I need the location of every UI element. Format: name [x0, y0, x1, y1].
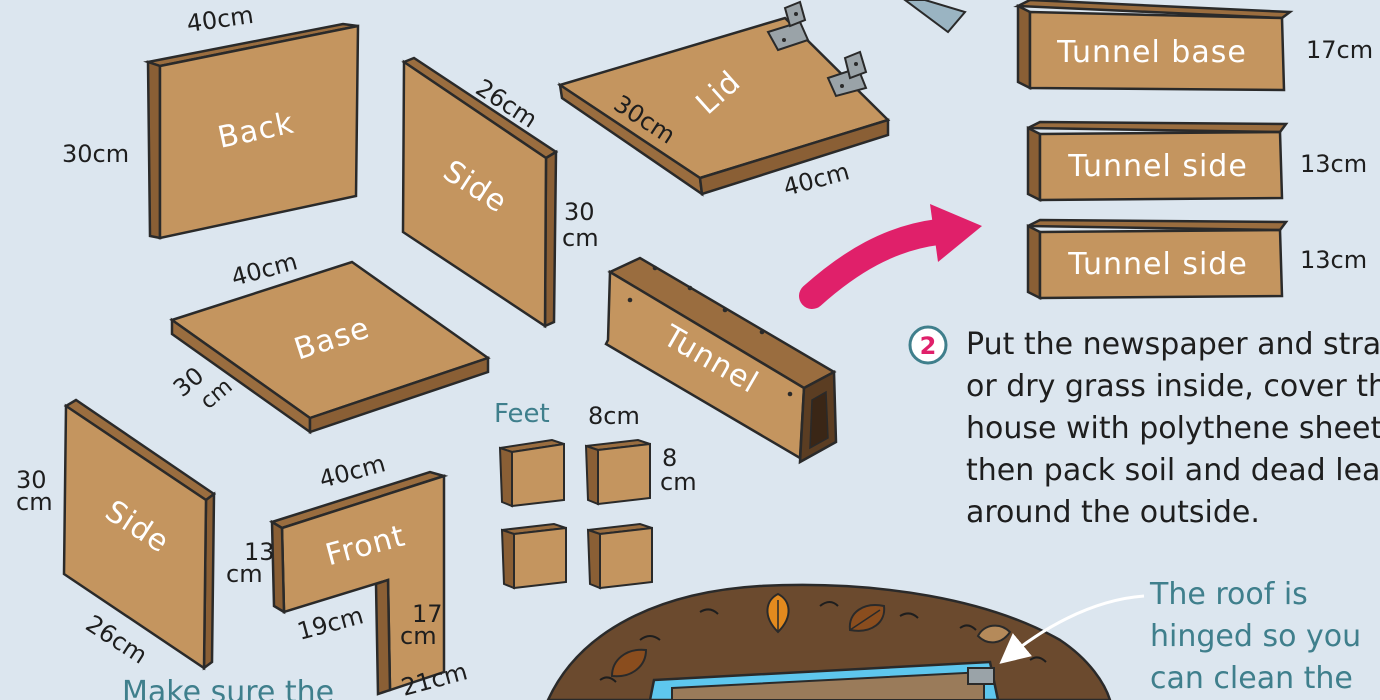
step2-line-4: then pack soil and dead leaves — [966, 453, 1380, 488]
step-number-badge: 2 — [908, 325, 948, 365]
tunnel-side-plank: Tunnel side — [1026, 218, 1289, 301]
side-upper-height-dim-2: cm — [562, 224, 599, 252]
side-panel-lower: Side — [62, 398, 217, 671]
tunnel-side-length-2: 13cm — [1300, 246, 1367, 274]
base-panel: Base — [169, 260, 491, 435]
front-step-dim: 19cm — [294, 601, 366, 645]
side-lower-height-dim-1: 30 — [16, 466, 47, 494]
foot-block — [498, 438, 565, 508]
roof-note-line-2: hinged so you — [1150, 619, 1362, 654]
back-panel: Back — [143, 22, 360, 240]
tool-fragment — [903, 0, 967, 34]
feet-height-dim-2: cm — [660, 468, 697, 496]
step2-line-5: around the outside. — [966, 495, 1260, 530]
leaf-icon — [766, 592, 790, 634]
hinge-icon — [766, 0, 810, 52]
side-panel-upper: Side — [401, 56, 559, 329]
leaf-icon — [848, 604, 886, 632]
tunnel-side-length-1: 13cm — [1300, 150, 1367, 178]
tunnel-side-label-1: Tunnel side — [1067, 149, 1248, 184]
hinge-icon — [826, 50, 868, 98]
back-width-dim: 40cm — [185, 1, 255, 38]
arrow-icon — [799, 204, 982, 309]
polythene-sheet — [648, 660, 1000, 700]
roof-note-line-1: The roof is — [1150, 577, 1308, 612]
tunnel-base-length: 17cm — [1306, 36, 1373, 64]
step2-line-2: or dry grass inside, cover the — [966, 369, 1380, 404]
leaf-icon — [610, 648, 648, 678]
roof-note-line-3: can clean the — [1150, 661, 1353, 696]
back-height-dim: 30cm — [62, 140, 129, 168]
foot-block — [584, 438, 651, 506]
hinge-icon — [967, 667, 995, 685]
side-lower-height-dim-2: cm — [16, 488, 53, 516]
step2-line-3: house with polythene sheeting, — [966, 411, 1380, 446]
lid-panel: Lid — [557, 16, 891, 197]
tunnel-piece: Tunnel — [604, 256, 838, 465]
feet-width-dim: 8cm — [588, 402, 640, 430]
step-number: 2 — [920, 332, 937, 360]
tunnel-base-label: Tunnel base — [1056, 35, 1247, 70]
feet-label: Feet — [494, 399, 550, 429]
front-leg-dim-1: 17 — [412, 600, 443, 628]
tunnel-side-plank: Tunnel side — [1026, 120, 1289, 203]
side-upper-height-dim-1: 30 — [564, 198, 595, 226]
tunnel-side-label-2: Tunnel side — [1067, 247, 1248, 282]
feet-height-dim-1: 8 — [662, 444, 677, 472]
front-leg-dim-2: cm — [400, 622, 437, 650]
tunnel-base-plank: Tunnel base — [1013, 0, 1294, 92]
front-width-dim: 40cm — [316, 449, 388, 493]
foot-block — [500, 522, 567, 590]
footer-note-fragment: Make sure the — [122, 675, 335, 700]
note-pointer-arrow — [999, 594, 1145, 664]
step2-line-1: Put the newspaper and straw — [966, 327, 1380, 362]
front-height-dim-1: 13 — [244, 538, 275, 566]
foot-block — [586, 522, 653, 590]
front-panel: Front — [268, 470, 449, 696]
front-height-dim-2: cm — [226, 560, 263, 588]
